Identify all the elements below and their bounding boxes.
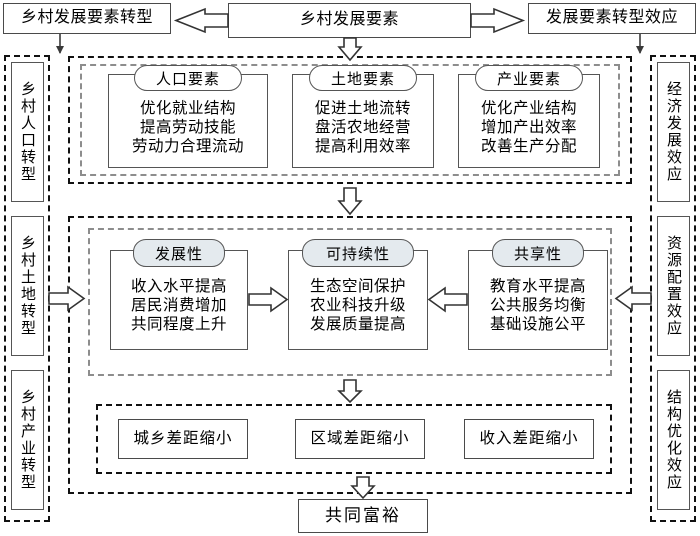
gap-item-urban-rural-label: 城乡差距缩小: [133, 429, 233, 447]
element-card-land-header: 土地要素: [309, 65, 417, 91]
sidebar-item-rural-land-transition: 乡村土地转型: [11, 216, 44, 356]
gap-item-urban-rural: 城乡差距缩小: [118, 419, 248, 459]
dimension-card-sustainability-header: 可持续性: [302, 239, 414, 267]
header-center-label: 乡村发展要素: [299, 11, 399, 29]
sidebar-left-label-0: 乡村人口转型: [19, 81, 35, 183]
element-card-population: 人口要素 优化就业结构 提高劳动技能 劳动力合理流动: [108, 65, 268, 168]
element-card-industry-header: 产业要素: [475, 65, 583, 91]
outcome-label: 共同富裕: [325, 505, 401, 525]
arrow-center-to-left-header: [173, 7, 229, 34]
element-card-land-header-label: 土地要素: [330, 71, 395, 88]
dimension-card-sharing-body: 教育水平提高 公共服务均衡 基础设施公平: [489, 278, 586, 333]
sidebar-item-structural-optimization-effect: 结构优化效应: [657, 370, 690, 510]
dimension-card-sustainability: 可持续性 生态空间保护 农业科技升级 发展质量提高: [288, 239, 428, 350]
sidebar-item-economic-development-effect: 经济发展效应: [657, 62, 690, 202]
dimension-card-development: 发展性 收入水平提高 居民消费增加 共同程度上升: [110, 239, 248, 350]
element-card-land: 土地要素 促进土地流转 盘活农地经营 提高利用效率: [292, 65, 434, 168]
outcome-common-prosperity: 共同富裕: [298, 499, 428, 533]
dimension-card-development-header-label: 发展性: [154, 246, 203, 263]
element-card-industry: 产业要素 优化产业结构 增加产出效率 改善生产分配: [458, 65, 600, 168]
gap-item-income-label: 收入差距缩小: [479, 429, 579, 447]
sidebar-item-rural-population-transition: 乡村人口转型: [11, 62, 44, 202]
arrow-down-to-dimensions-panel: [337, 187, 363, 216]
sidebar-item-resource-allocation-effect: 资源配置效应: [657, 216, 690, 356]
element-card-population-header: 人口要素: [134, 65, 242, 91]
dimension-card-sharing-header-label: 共享性: [513, 246, 562, 263]
sidebar-item-rural-industry-transition: 乡村产业转型: [11, 370, 44, 510]
element-card-population-body: 优化就业结构 提高劳动技能 劳动力合理流动: [131, 100, 244, 155]
sidebar-left-label-2: 乡村产业转型: [19, 389, 35, 491]
header-left-rural-element-transition: 乡村发展要素转型: [3, 3, 171, 34]
sidebar-left-label-1: 乡村土地转型: [19, 235, 35, 337]
gap-item-income: 收入差距缩小: [464, 419, 594, 459]
outcome-group-outer: [68, 216, 632, 494]
dimensions-panel-inner: [88, 228, 612, 376]
gap-item-regional-label: 区域差距缩小: [310, 429, 410, 447]
dimension-card-sharing: 共享性 教育水平提高 公共服务均衡 基础设施公平: [468, 239, 608, 350]
dimension-card-development-header: 发展性: [133, 239, 225, 267]
element-card-land-body: 促进土地流转 盘活农地经营 提高利用效率: [314, 100, 411, 155]
dimension-card-sustainability-body: 生态空间保护 农业科技升级 发展质量提高: [309, 278, 406, 333]
dimension-card-sustainability-header-label: 可持续性: [325, 246, 390, 263]
header-right-label: 发展要素转型效应: [545, 9, 678, 27]
header-right-transition-effects: 发展要素转型效应: [528, 3, 696, 34]
header-left-label: 乡村发展要素转型: [20, 9, 153, 27]
dimension-card-development-body: 收入水平提高 居民消费增加 共同程度上升: [130, 278, 227, 333]
dimension-card-sharing-header: 共享性: [492, 239, 584, 267]
element-card-industry-body: 优化产业结构 增加产出效率 改善生产分配: [480, 100, 577, 155]
arrow-center-to-right-header: [470, 7, 526, 34]
element-card-population-header-label: 人口要素: [155, 71, 220, 88]
sidebar-right-label-1: 资源配置效应: [665, 235, 681, 337]
sidebar-right-label-0: 经济发展效应: [665, 81, 681, 183]
gaps-panel-inner: [96, 404, 612, 474]
sidebar-right-label-2: 结构优化效应: [665, 389, 681, 491]
gap-item-regional: 区域差距缩小: [295, 419, 425, 459]
header-center-rural-development-elements: 乡村发展要素: [228, 3, 471, 38]
element-card-industry-header-label: 产业要素: [496, 71, 561, 88]
